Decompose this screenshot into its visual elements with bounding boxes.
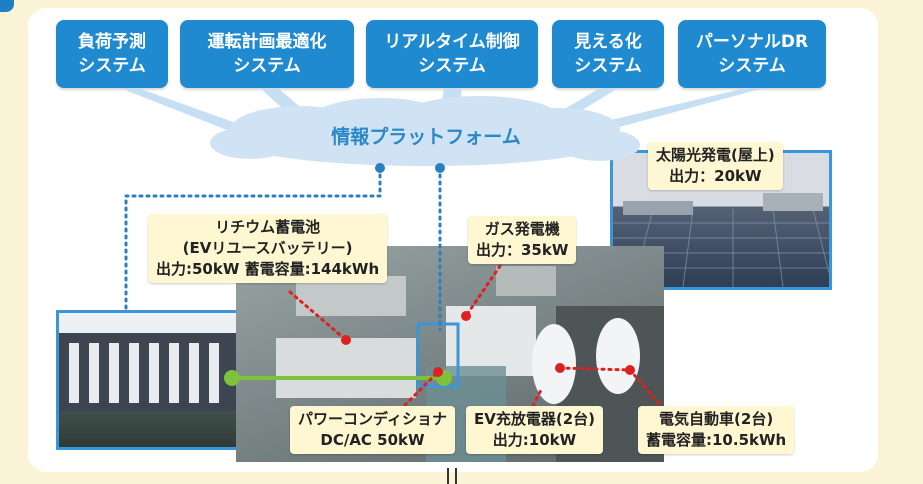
power-conditioner-label: パワーコンディショナ DC/AC 50kW <box>290 406 455 454</box>
label-line3: 出力:50kW 蓄電容量:144kWh <box>156 260 380 278</box>
system-line2: システム <box>418 56 486 76</box>
operation-plan-system-box: 運転計画最適化 システム <box>180 20 354 88</box>
cloud-shape <box>210 96 640 166</box>
corner-marker <box>0 0 14 12</box>
system-line1: 運転計画最適化 <box>207 32 327 52</box>
label-line2: 蓄電容量:10.5kWh <box>646 431 787 449</box>
system-line2: システム <box>78 56 146 76</box>
system-line1: リアルタイム制御 <box>384 32 520 52</box>
load-forecast-system-box: 負荷予測 システム <box>56 20 168 88</box>
label-line2: DC/AC 50kW <box>320 431 425 449</box>
label-line1: リチウム蓄電池 <box>215 218 321 236</box>
label-line2: 出力：35kW <box>476 241 569 259</box>
ev-charger-label: EV充放電器(2台) 出力:10kW <box>466 406 604 454</box>
label-line2: 出力:10kW <box>492 431 577 449</box>
solar-label: 太陽光発電(屋上) 出力：20kW <box>648 142 783 190</box>
label-line1: 太陽光発電(屋上) <box>656 146 775 164</box>
battery-label: リチウム蓄電池 (EVリユースバッテリー) 出力:50kW 蓄電容量:144kW… <box>148 214 388 283</box>
label-line2: (EVリユースバッテリー) <box>182 239 353 257</box>
visualization-system-box: 見える化 システム <box>552 20 664 88</box>
info-platform-label: 情報プラットフォーム <box>331 126 521 148</box>
label-line2: 出力：20kW <box>669 167 762 185</box>
equals-marker <box>447 468 457 484</box>
personal-dr-system-box: パーソナルDR システム <box>678 20 826 88</box>
label-line1: EV充放電器(2台) <box>474 410 596 428</box>
label-line1: ガス発電機 <box>484 220 560 238</box>
system-line2: システム <box>233 56 301 76</box>
system-line1: 見える化 <box>574 32 642 52</box>
label-line1: 電気自動車(2台) <box>659 410 774 428</box>
system-line2: システム <box>718 56 786 76</box>
system-line1: パーソナルDR <box>695 32 809 52</box>
gas-generator-label: ガス発電機 出力：35kW <box>468 216 577 264</box>
system-line2: システム <box>574 56 642 76</box>
system-line1: 負荷予測 <box>78 32 146 52</box>
realtime-control-system-box: リアルタイム制御 システム <box>366 20 538 88</box>
label-line1: パワーコンディショナ <box>298 410 447 428</box>
ev-car-label: 電気自動車(2台) 蓄電容量:10.5kWh <box>638 406 795 454</box>
